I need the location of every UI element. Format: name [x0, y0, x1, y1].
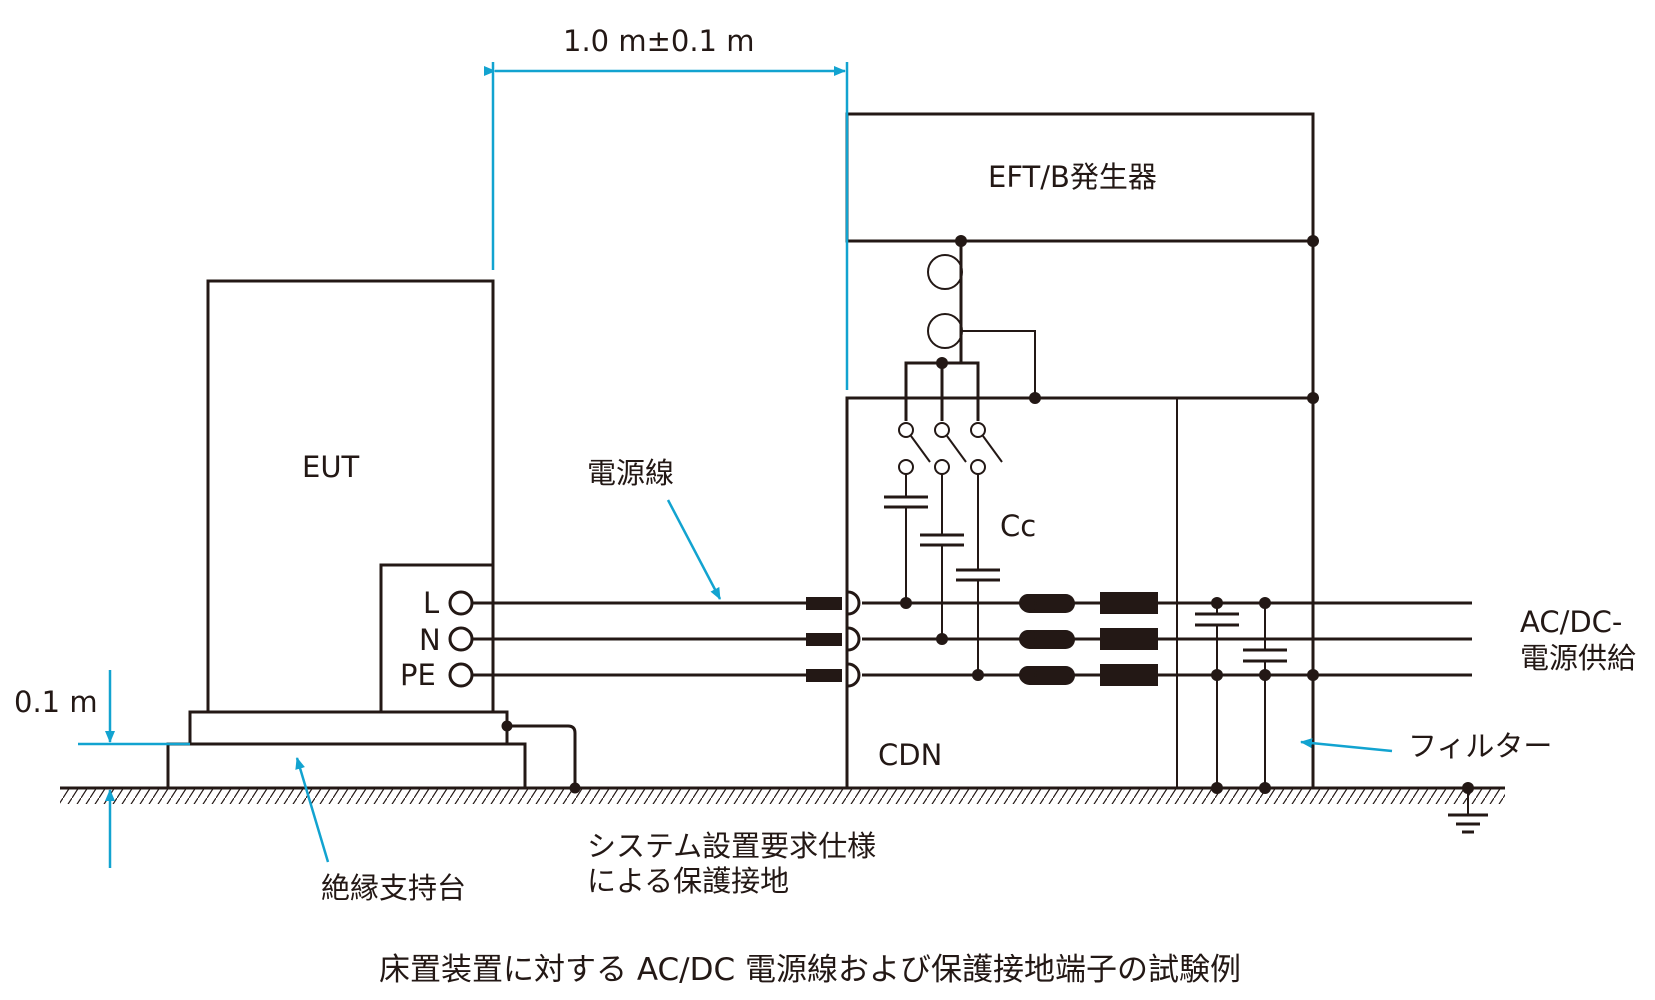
- power-line-label: 電源線: [587, 456, 674, 490]
- terminal-n: [448, 626, 474, 652]
- height-label: 0.1 m: [14, 685, 98, 719]
- eut-label: EUT: [302, 450, 360, 484]
- decoupling-inductors: [1019, 592, 1158, 686]
- support-leader: [295, 757, 330, 863]
- ground-symbol-icon: [1448, 782, 1488, 834]
- insulating-support: [166, 710, 527, 790]
- filter-capacitors: [1195, 597, 1319, 794]
- cable-core-lower: [927, 313, 963, 349]
- height-dimension: [78, 670, 190, 868]
- cable-core-upper: [927, 254, 963, 290]
- coupling-capacitors: [884, 474, 1000, 681]
- power-lines: [472, 601, 1472, 677]
- earthing-label-line1: システム設置要求仕様: [587, 829, 876, 863]
- distance-dimension: [484, 62, 849, 390]
- filter-leader: [1300, 738, 1393, 753]
- ground-plane: [60, 786, 1505, 804]
- cdn-connectors: [806, 590, 861, 688]
- figure-caption: 床置装置に対する AC/DC 電源線および保護接地端子の試験例: [379, 952, 1241, 988]
- power-line-leader: [666, 499, 722, 600]
- terminal-pe: [448, 662, 474, 688]
- cc-label: Cc: [1000, 509, 1036, 543]
- terminal-l-label: L: [423, 586, 439, 620]
- cdn-label: CDN: [878, 738, 942, 772]
- support-label: 絶縁支持台: [321, 871, 466, 905]
- earthing-label-line2: による保護接地: [587, 864, 789, 898]
- cdn-box: [845, 396, 1315, 790]
- supply-label-line1: AC/DC-: [1520, 605, 1622, 639]
- terminal-pe-label: PE: [400, 658, 436, 692]
- supply-label-line2: 電源供給: [1520, 641, 1636, 675]
- generator-label: EFT/B発生器: [988, 160, 1157, 194]
- terminal-n-label: N: [419, 623, 441, 657]
- eut-earth-connection: [501, 720, 581, 794]
- filter-label: フィルター: [1408, 729, 1552, 763]
- eut-box: [206, 279, 495, 714]
- generator-wiring: [904, 235, 1319, 421]
- terminal-l: [448, 590, 474, 616]
- distance-label: 1.0 m±0.1 m: [563, 24, 754, 58]
- coupling-switches: [898, 422, 1003, 475]
